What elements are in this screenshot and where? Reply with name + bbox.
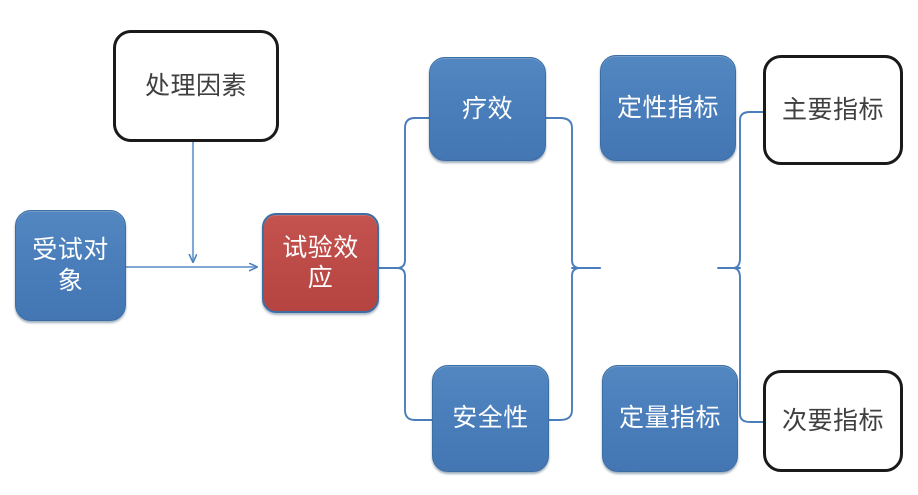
node-trial-effect-label: 试验效应 xyxy=(282,232,359,293)
node-quantitative-indicator-label: 定量指标 xyxy=(618,403,721,433)
node-trial-effect[interactable]: 试验效应 xyxy=(262,213,379,313)
node-primary-indicator-label: 主要指标 xyxy=(781,94,884,124)
node-qualitative-indicator-label: 定性指标 xyxy=(616,92,719,122)
node-subject-label: 受试对象 xyxy=(32,235,109,295)
node-secondary-indicator[interactable]: 次要指标 xyxy=(763,370,903,472)
node-qualitative-indicator[interactable]: 定性指标 xyxy=(600,55,736,161)
node-safety[interactable]: 安全性 xyxy=(432,365,549,472)
node-treatment-factor-label: 处理因素 xyxy=(144,70,247,100)
node-efficacy[interactable]: 疗效 xyxy=(429,57,546,161)
connector-effect-brace xyxy=(378,117,433,421)
node-safety-label: 安全性 xyxy=(452,403,529,433)
node-subject[interactable]: 受试对象 xyxy=(15,210,126,321)
node-secondary-indicator-label: 次要指标 xyxy=(781,405,884,435)
node-quantitative-indicator[interactable]: 定量指标 xyxy=(602,365,738,472)
node-primary-indicator[interactable]: 主要指标 xyxy=(763,55,903,165)
connector-efficacy-safety-brace xyxy=(545,117,601,421)
node-treatment-factor[interactable]: 处理因素 xyxy=(113,30,279,142)
node-efficacy-label: 疗效 xyxy=(461,93,513,123)
